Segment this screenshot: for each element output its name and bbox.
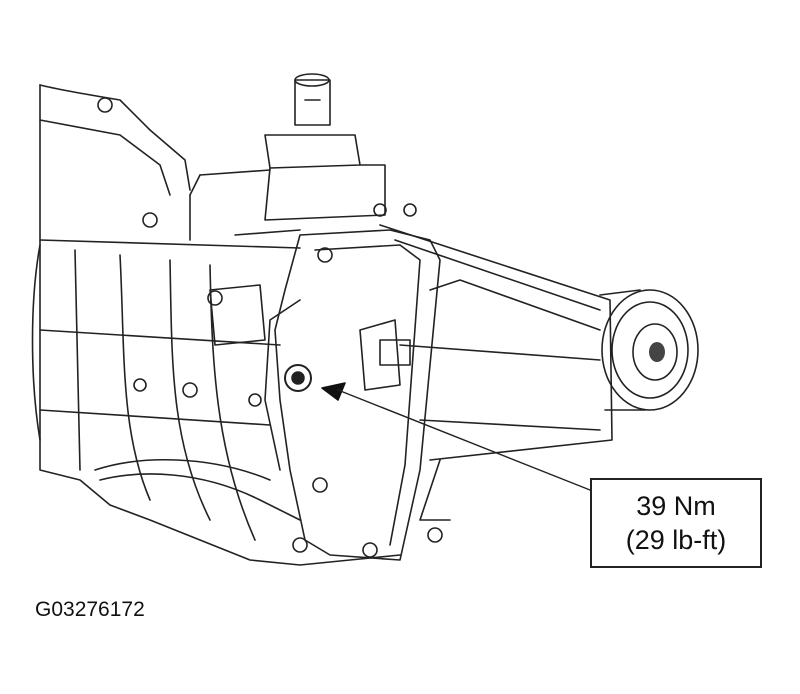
tail-housing (359, 224, 613, 521)
bellhousing (31, 84, 401, 566)
output-flange (599, 289, 699, 411)
main-case (209, 229, 441, 561)
torque-metric: 39 Nm (636, 491, 716, 521)
torque-callout: 39 Nm (29 lb-ft) (590, 478, 762, 568)
figure-id: G03276172 (35, 598, 145, 621)
torque-imperial: (29 lb-ft) (625, 525, 727, 555)
pointer-arrow-icon (321, 382, 591, 491)
shift-tower (189, 73, 386, 241)
target-bolt (284, 364, 312, 392)
bolts (97, 97, 443, 558)
